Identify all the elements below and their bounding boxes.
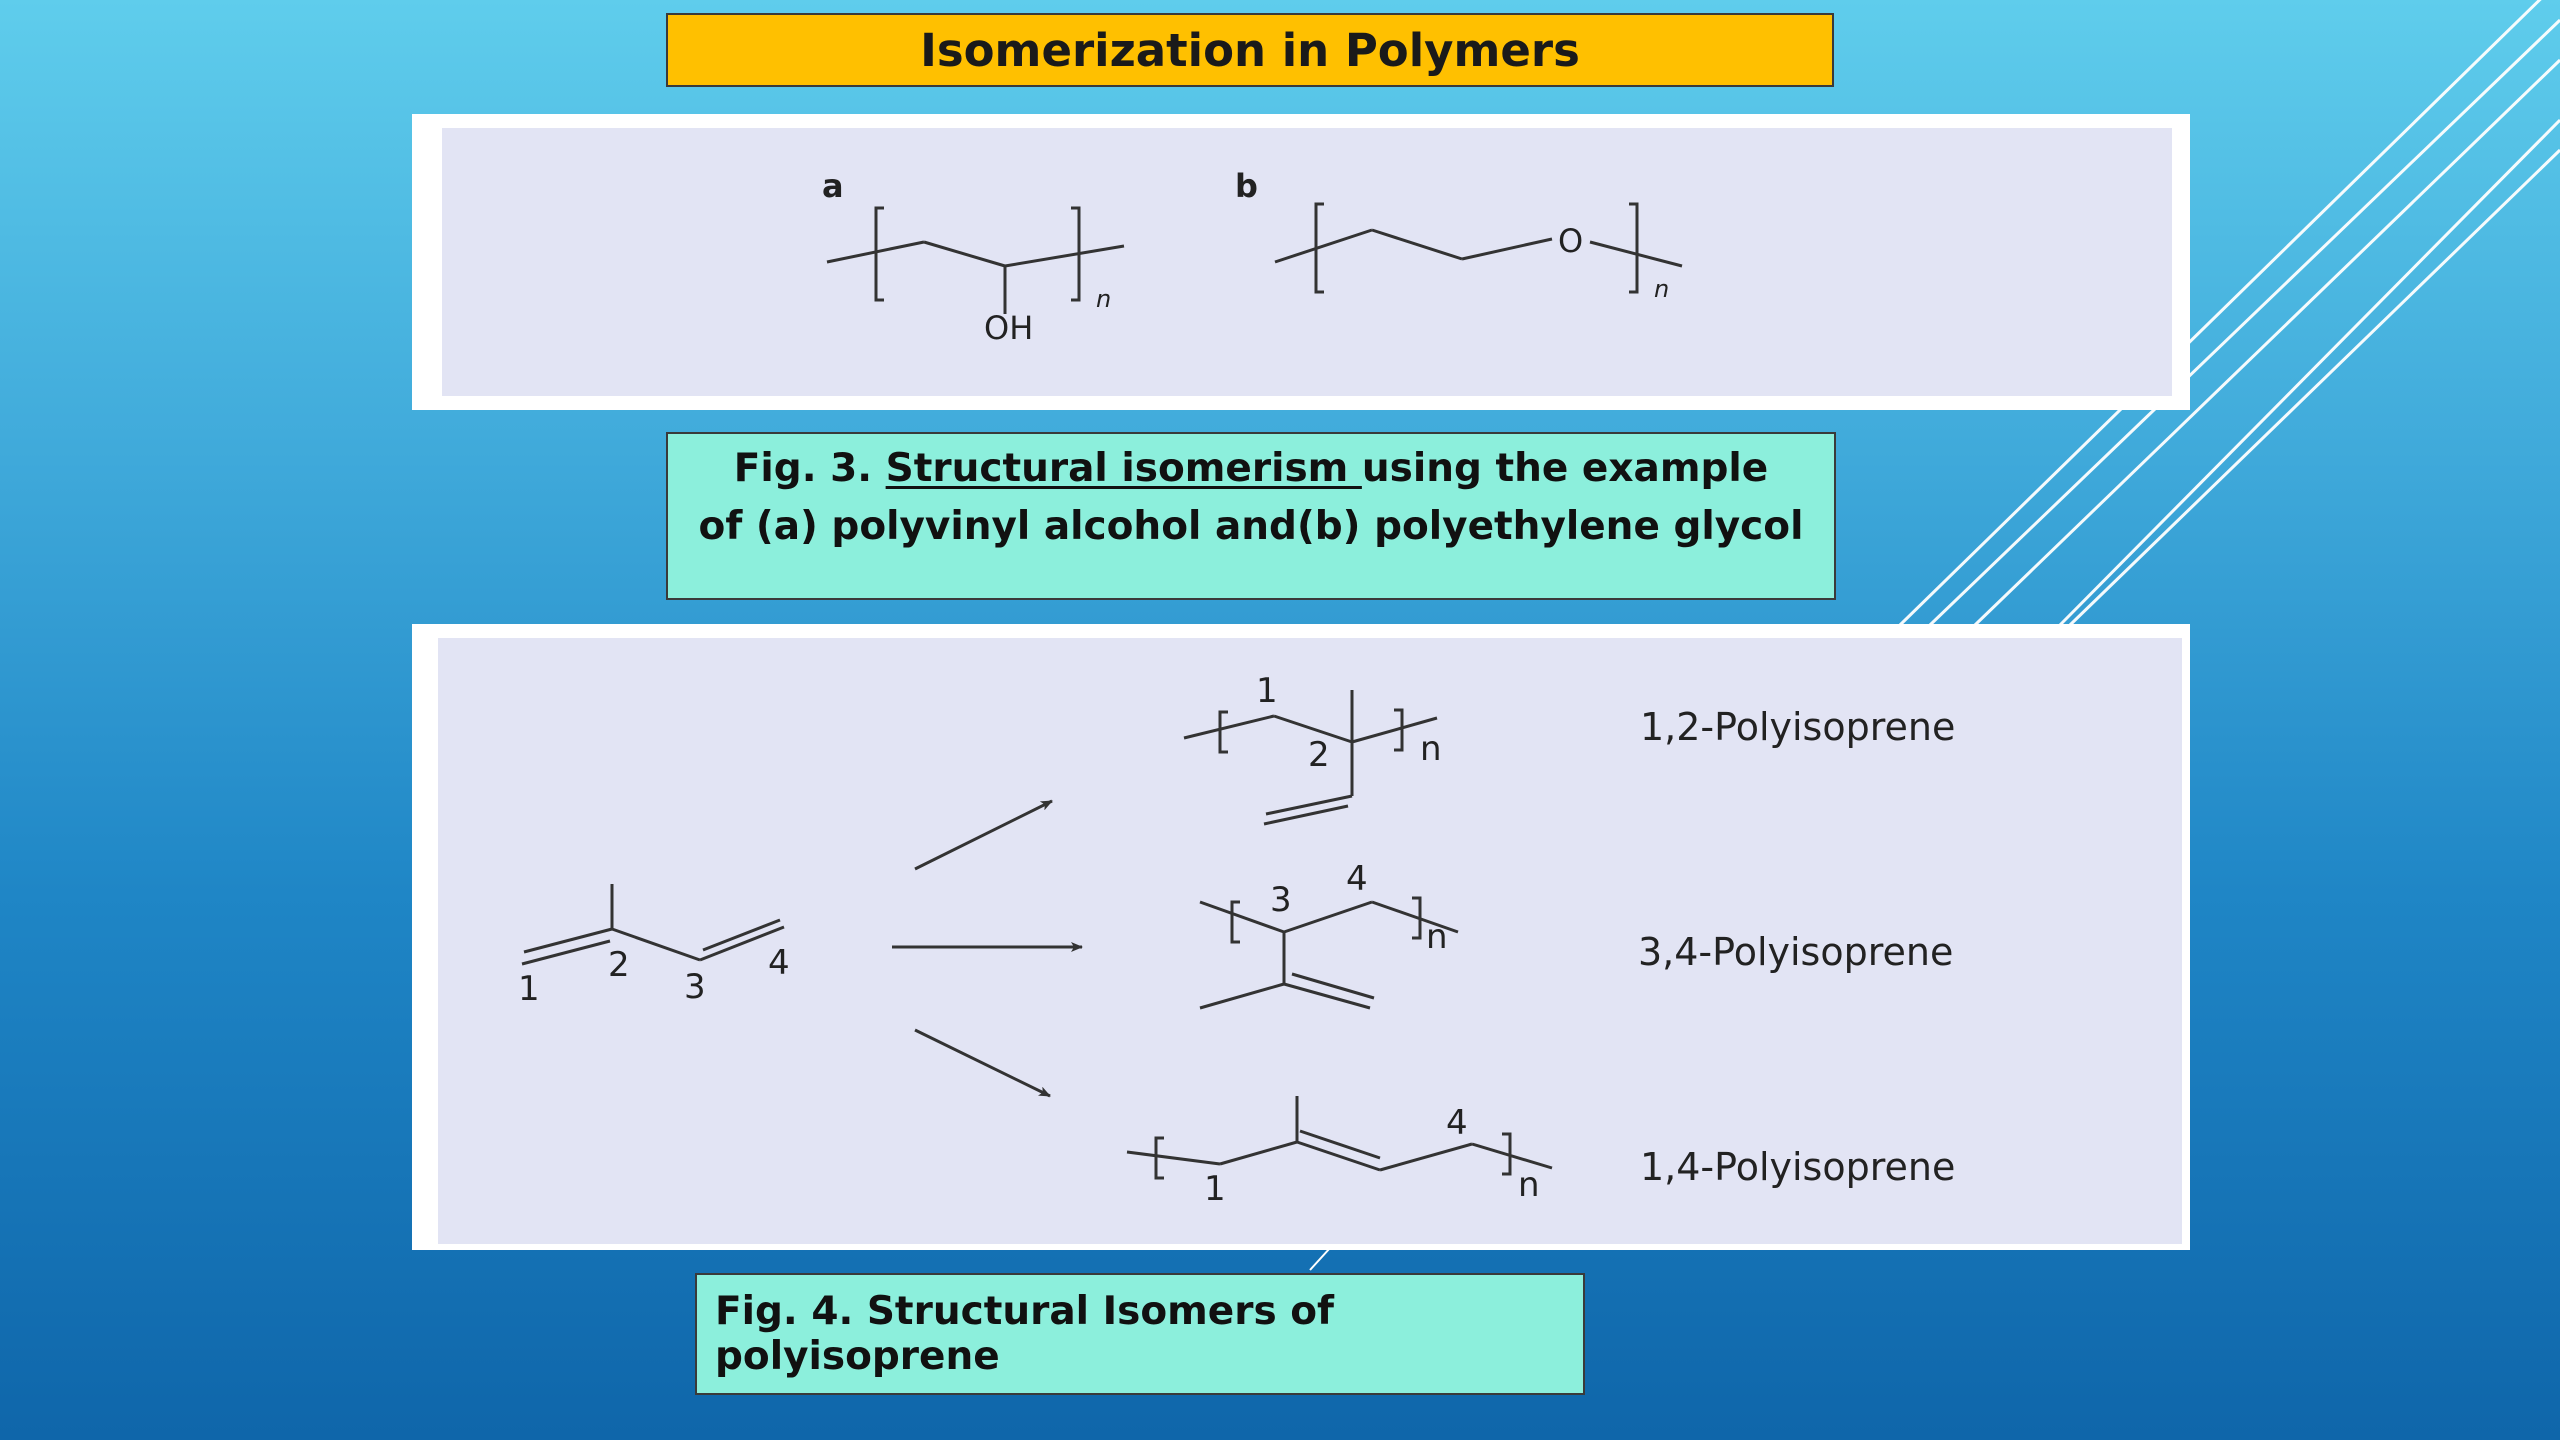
atom-number: 1 (1204, 1169, 1226, 1209)
poly34-bond (1283, 900, 1373, 934)
poly34-bond (1283, 982, 1371, 1010)
label-a: a (822, 167, 844, 205)
poly12-bond (1265, 794, 1353, 816)
poly14-bond (1219, 1140, 1298, 1166)
fig4-caption: Fig. 4. Structural Isomers of polyisopre… (695, 1273, 1585, 1395)
monomer-number: 1 (518, 969, 540, 1009)
peg-bond (1461, 237, 1553, 261)
caption-prefix: Fig. 3. (733, 446, 886, 491)
fig3-caption-line1: Fig. 3. Structural isomerism using the e… (668, 440, 1834, 498)
fig3-caption-line2: of (a) polyvinyl alcohol and(b) polyethy… (698, 504, 1804, 549)
pva-bond (923, 240, 1006, 268)
poly14-bond (1471, 1142, 1553, 1170)
subscript-n: n (1426, 917, 1448, 957)
bracket-right (1071, 206, 1081, 302)
atom-number: 4 (1346, 859, 1368, 899)
poly34-bond (1371, 900, 1459, 934)
poly12-bond (1183, 714, 1275, 740)
poly14-bond (1299, 1129, 1381, 1160)
peg-bond (1371, 228, 1463, 261)
arrow-bottom (914, 1028, 1051, 1098)
product-name: 3,4-Polyisoprene (1638, 930, 1953, 974)
atom-number: 4 (1446, 1103, 1468, 1143)
label-b: b (1235, 167, 1258, 205)
monomer-bond (611, 927, 701, 962)
atom-number: 1 (1256, 671, 1278, 711)
poly34-bond (1199, 982, 1285, 1010)
poly12-bond (1273, 714, 1353, 744)
bracket-right (1394, 708, 1404, 752)
slide-title: Isomerization in Polymers (666, 13, 1834, 87)
poly12-bond (1263, 804, 1349, 826)
poly14-bond (1296, 1140, 1381, 1172)
oxygen-label: O (1558, 222, 1583, 260)
fig3-structures: a OH n b O n (822, 167, 1683, 347)
arrow-top (914, 799, 1053, 871)
fig4-panel: 1 2 3 4 1 2 n 3 4 n 1 4 n 1,2-Polyisopre… (412, 624, 2190, 1250)
fig4-structures: 1 2 3 4 1 2 n 3 4 n 1 4 n 1,2-Polyisopre… (518, 671, 1955, 1209)
subscript-n: n (1654, 275, 1669, 303)
monomer-number: 3 (684, 967, 706, 1007)
monomer-bond (521, 939, 611, 966)
atom-number: 2 (1308, 735, 1330, 775)
monomer-bond (523, 927, 613, 954)
atom-number: 3 (1270, 880, 1292, 920)
monomer-bond (699, 925, 785, 962)
caption-underlined-term: Structural isomerism (885, 446, 1362, 491)
caption-line1-rest: using the example (1361, 446, 1769, 491)
monomer-number: 4 (768, 943, 790, 983)
bracket-right (1629, 202, 1639, 294)
peg-bond (1274, 228, 1373, 264)
bracket-left (1314, 202, 1324, 294)
poly34-bond (1199, 900, 1285, 934)
oh-label: OH (984, 309, 1033, 347)
bracket-left (1218, 710, 1228, 754)
fig3-caption: Fig. 3. Structural isomerism using the e… (666, 432, 1836, 600)
pva-bond (1004, 244, 1125, 268)
poly14-bond (1379, 1142, 1473, 1172)
product-name: 1,2-Polyisoprene (1640, 705, 1955, 749)
poly14-bond (1126, 1150, 1221, 1166)
bracket-left (1154, 1136, 1164, 1180)
subscript-n: n (1518, 1165, 1540, 1205)
bracket-right (1412, 896, 1422, 940)
bracket-right (1502, 1132, 1512, 1176)
poly34-bond (1291, 972, 1375, 1000)
monomer-number: 2 (608, 945, 630, 985)
subscript-n: n (1096, 285, 1111, 313)
subscript-n: n (1420, 729, 1442, 769)
monomer-bond (702, 918, 781, 952)
product-name: 1,4-Polyisoprene (1640, 1145, 1955, 1189)
poly12-bond (1351, 716, 1438, 744)
fig3-panel: a OH n b O n (412, 114, 2190, 410)
bracket-left (1230, 900, 1240, 944)
bracket-left (874, 206, 884, 302)
